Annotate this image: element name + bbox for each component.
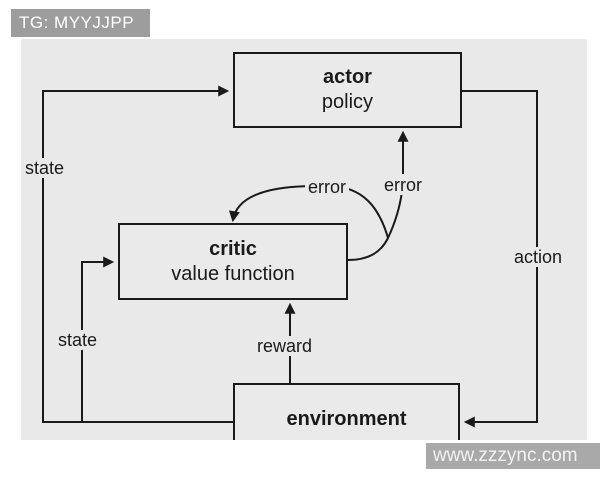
error-to-actor-curve (347, 190, 403, 261)
critic-title: critic (209, 237, 257, 260)
reward-label: reward (254, 336, 316, 356)
critic-node: critic value function (118, 223, 348, 300)
state-to-critic-arrow (81, 256, 115, 422)
actor-node: actor policy (233, 52, 462, 128)
environment-title: environment (286, 408, 407, 430)
diagram-canvas: actor policy critic value function envir… (21, 39, 587, 440)
tag-badge: TG: MYYJJPP (11, 9, 150, 37)
actor-title: actor (323, 66, 372, 88)
error-to-critic-label: error (305, 177, 350, 197)
environment-node: environment (233, 383, 460, 440)
state-to-actor-arrow (42, 85, 233, 423)
state-to-critic-label: state (55, 330, 101, 350)
state-to-actor-label: state (22, 158, 68, 178)
critic-subtitle: value function (171, 262, 295, 285)
actor-subtitle: policy (321, 91, 374, 113)
action-label: action (511, 247, 566, 267)
watermark: www.zzzync.com (426, 443, 600, 469)
error-to-actor-label: error (381, 175, 426, 195)
